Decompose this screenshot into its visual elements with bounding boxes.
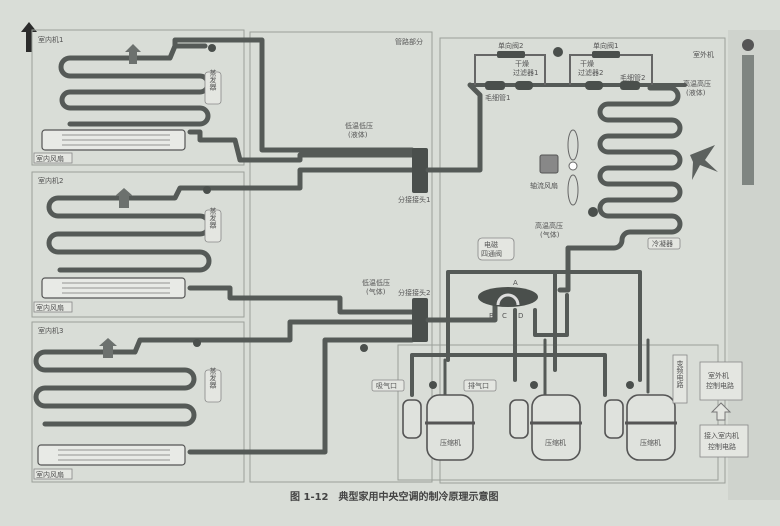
four-way-valve	[478, 287, 538, 307]
fan-blade	[567, 129, 579, 161]
temp-sensor-icon	[208, 44, 216, 52]
gas-label: 低温低压	[362, 278, 390, 287]
discharge-label: 排气口	[468, 381, 489, 390]
port-b: B	[489, 312, 494, 320]
pipe-section-box	[249, 31, 433, 483]
check-valve-2	[497, 51, 525, 58]
compressor-label: 压缩机	[440, 438, 461, 447]
svg-text:干燥: 干燥	[580, 59, 594, 68]
airflow-out-icon	[690, 145, 718, 180]
signal-arrow-icon	[710, 402, 732, 421]
temp-sensor-icon	[553, 47, 563, 57]
indoor-unit-title: 室内机1	[38, 35, 63, 44]
outdoor-control-label: 室外机	[708, 371, 729, 380]
evaporator-label: 蒸发器	[209, 207, 217, 230]
indoor-fan-label: 室内风扇	[36, 154, 64, 163]
svg-text:干燥: 干燥	[515, 59, 529, 68]
compressor-2: 压缩机	[509, 381, 582, 461]
svg-text:(液体): (液体)	[686, 88, 706, 97]
side-tab	[742, 55, 754, 185]
evaporator-coil	[58, 43, 211, 127]
indoor-unit-3: 室内机3 蒸发器 室内风扇	[33, 319, 415, 480]
indoor-unit-2-box	[31, 171, 245, 318]
evaporator-coil	[46, 185, 212, 273]
check-valve-2-label: 单向阀2	[498, 41, 523, 50]
indoor-unit-1-box	[31, 29, 245, 166]
airflow-arrow-icon	[125, 44, 141, 64]
outdoor-unit-title: 室外机	[693, 50, 714, 59]
svg-text:控制电路: 控制电路	[708, 442, 736, 451]
hp-gas-label: 高温高压	[535, 221, 563, 230]
temp-sensor-icon	[193, 339, 201, 347]
indoor-control-input-label: 接入室内机	[704, 431, 739, 440]
svg-text:(气体): (气体)	[366, 287, 386, 296]
outdoor-unit-box	[439, 37, 726, 484]
svg-text:(气体): (气体)	[540, 230, 560, 239]
temp-sensor-icon	[203, 186, 211, 194]
svg-text:控制电路: 控制电路	[706, 381, 734, 390]
fan-motor	[539, 154, 559, 174]
airflow-arrow-icon	[115, 188, 133, 208]
dry-filter-2	[585, 81, 603, 90]
evaporator-coil	[33, 337, 203, 427]
pipe-section-title: 管路部分	[395, 37, 423, 46]
port-d: D	[518, 312, 523, 320]
dry-filter-2-label: 过滤器2	[578, 68, 603, 77]
side-tab-icon	[742, 39, 754, 51]
capillary-1-label: 毛细管1	[485, 93, 510, 102]
indoor-unit-2: 室内机2 蒸发器 室内风扇	[33, 167, 415, 315]
condenser-label: 冷凝器	[652, 239, 673, 248]
port-a: A	[513, 279, 518, 287]
evaporator-label: 蒸发器	[209, 69, 217, 92]
capillary-2	[620, 81, 640, 90]
check-valve-1	[592, 51, 620, 58]
compressor-1: 压缩机	[402, 381, 475, 461]
check-valve-1-label: 单向阀1	[593, 41, 618, 50]
evaporator-label: 蒸发器	[209, 367, 217, 390]
manifold-2-label: 分接接头2	[398, 288, 430, 297]
inverter-circuit-label: 变频电路	[676, 359, 684, 389]
capillary-1	[485, 81, 505, 90]
compressor-label: 压缩机	[640, 438, 661, 447]
svg-text:四通阀: 四通阀	[481, 249, 502, 258]
compressor-3: 压缩机	[604, 381, 677, 461]
hp-liquid-label: 高温高压	[683, 79, 711, 88]
dry-filter-1-label: 过滤器1	[513, 68, 538, 77]
outdoor-unit: 室外机 单向阀2 单向阀1 干燥 过滤器1 干燥 过滤器2 毛细管1 毛细管2 …	[371, 41, 749, 461]
four-way-valve-label: 电磁	[484, 240, 498, 249]
indoor-unit-title: 室内机3	[38, 326, 63, 335]
suction-label: 吸气口	[376, 381, 397, 390]
indoor-unit-1: 室内机1 蒸发器 室内风扇	[33, 35, 415, 164]
dry-filter-1	[515, 81, 533, 90]
liquid-label: 低温低压	[345, 121, 373, 130]
indoor-unit-3-box	[31, 321, 245, 483]
svg-text:(液体): (液体)	[348, 130, 368, 139]
pipe-section: 管路部分 低温低压 (液体) 分接接头1 低温低压 (气体) 分接接头2	[345, 37, 498, 352]
port-c: C	[502, 312, 507, 320]
compressor-label: 压缩机	[545, 438, 566, 447]
manifold-1	[412, 148, 428, 193]
axial-fan-label: 轴流风扇	[530, 181, 558, 190]
manifold-1-label: 分接接头1	[398, 195, 430, 204]
indoor-unit-title: 室内机2	[38, 176, 63, 185]
capillary-2-label: 毛细管2	[620, 73, 645, 82]
manifold-2	[412, 298, 428, 342]
airflow-arrow-icon	[99, 338, 117, 358]
indoor-fan-label: 室内风扇	[36, 303, 64, 312]
indoor-fan-label: 室内风扇	[36, 470, 64, 479]
temp-sensor-icon	[588, 207, 598, 217]
condenser-coil	[557, 85, 683, 293]
figure-caption: 图 1-12 典型家用中央空调的制冷原理示意图	[290, 490, 499, 503]
temp-sensor-icon	[360, 344, 368, 352]
